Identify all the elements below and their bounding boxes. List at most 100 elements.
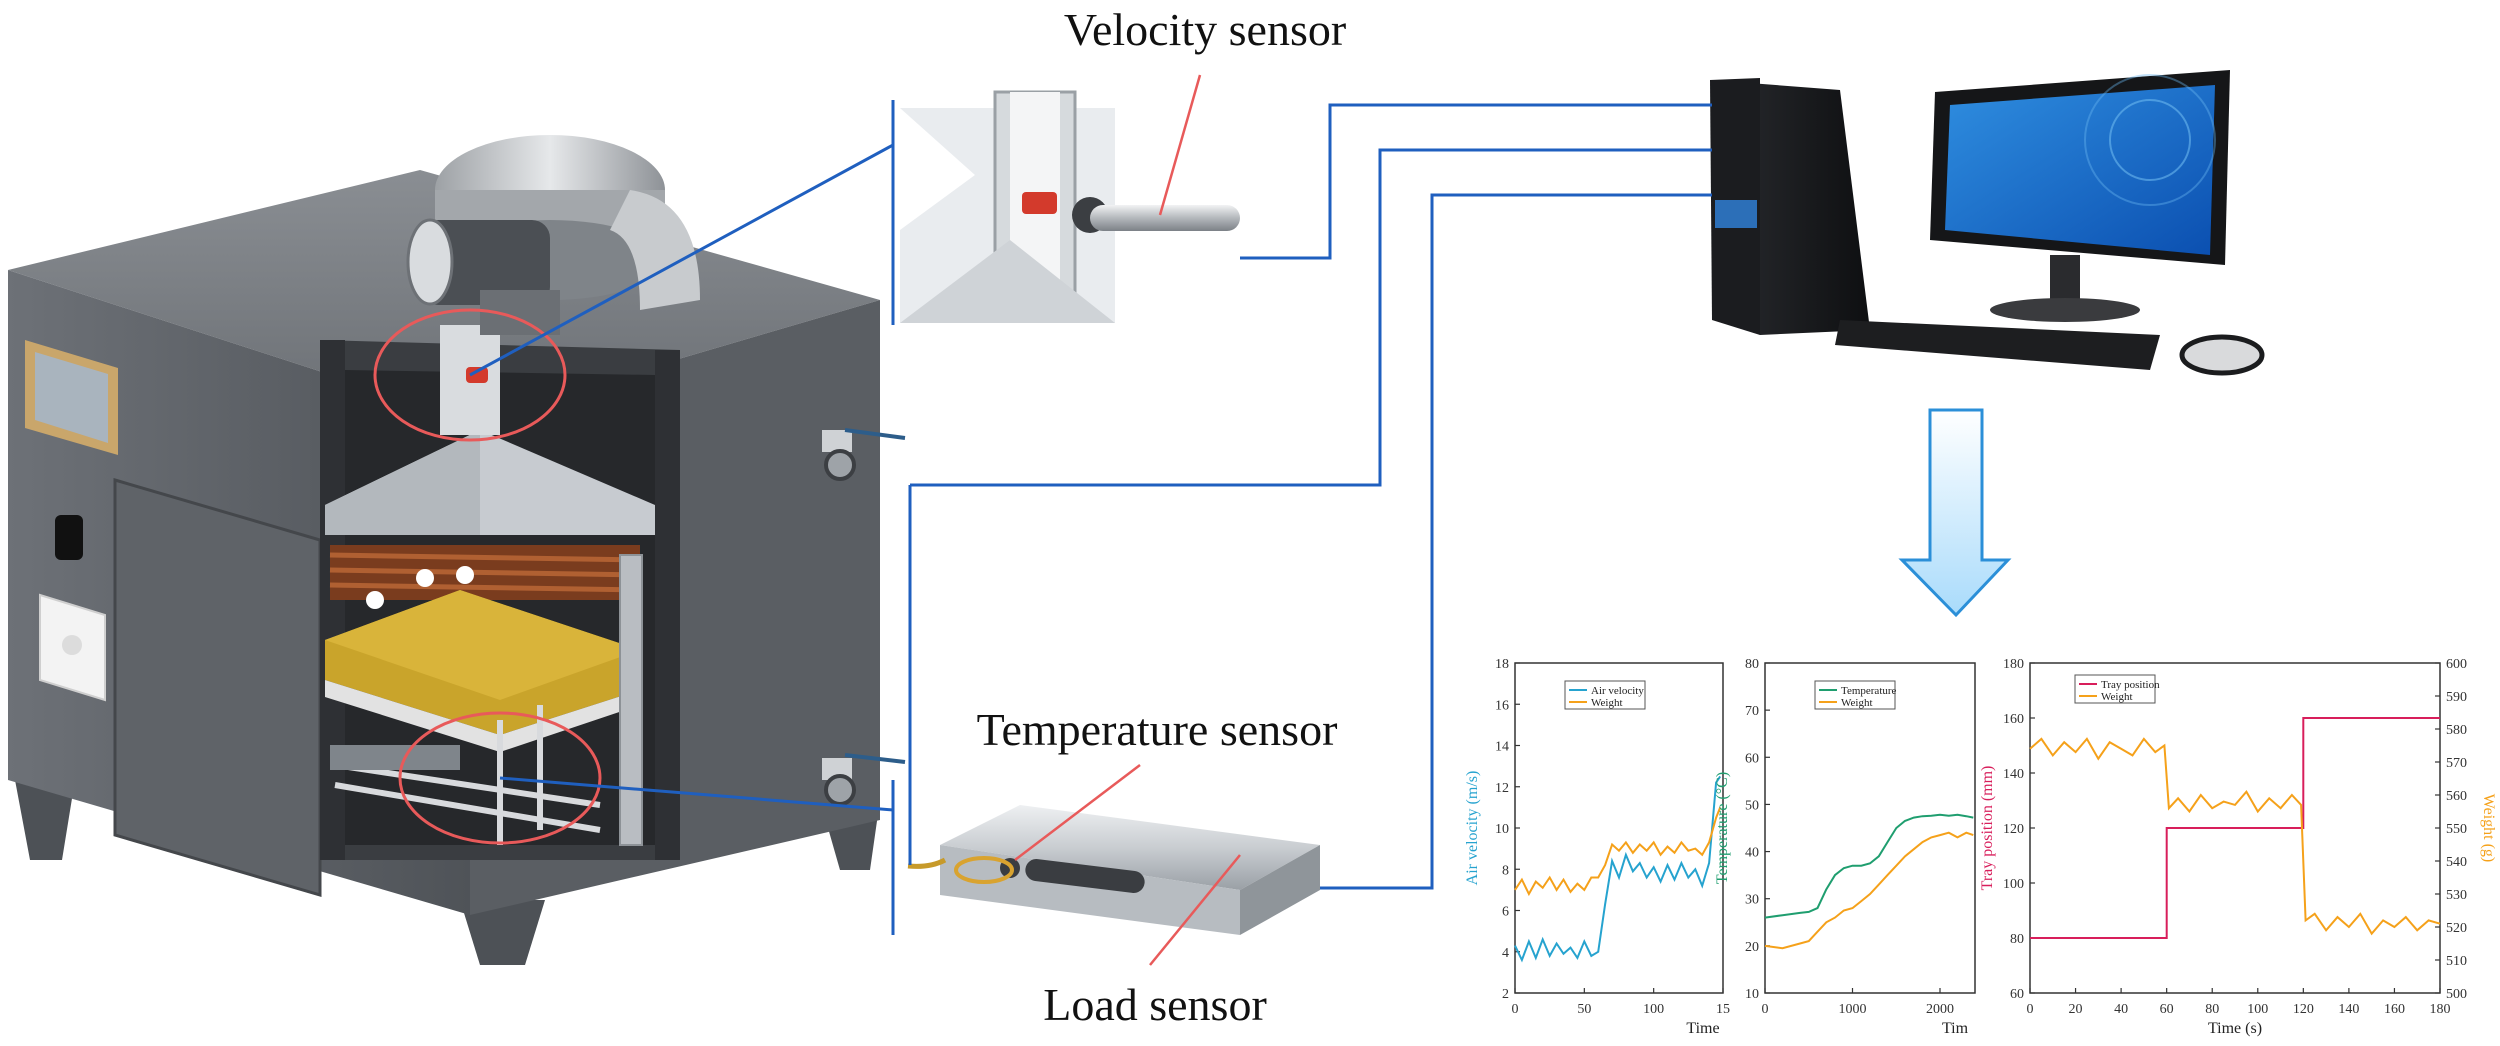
y2-tick-label: 580 (2446, 723, 2467, 738)
fan-motor (420, 220, 550, 305)
velocity-pointer (1158, 74, 1202, 216)
x-tick-label: 80 (2205, 1002, 2219, 1017)
tray-plate (325, 680, 640, 752)
y2-tick-label: 540 (2446, 855, 2467, 870)
legend-label: Weight (1591, 697, 1623, 709)
x-tick-label: 15 (1716, 1002, 1730, 1017)
velocity-callout-circle (373, 308, 567, 442)
y-tick-label: 18 (1495, 657, 1509, 672)
series-line-1 (1764, 813, 1974, 919)
y-tick-label: 120 (2003, 822, 2024, 837)
legend-label: Weight (1841, 697, 1873, 709)
temperature-pointer (1014, 764, 1141, 861)
x-tick-label: 140 (2338, 1002, 2359, 1017)
y2-tick-label: 510 (2446, 954, 2467, 969)
y-tick-label: 4 (1502, 946, 1509, 961)
flow-arrow-down (1898, 408, 2012, 618)
y-tick-label: 50 (1745, 798, 1759, 813)
y-tick-label: 8 (1502, 863, 1509, 878)
power-switch-button (62, 635, 82, 655)
load-sensor-label: Load sensor (1043, 979, 1267, 1030)
y-tick-label: 70 (1745, 704, 1759, 719)
y-tick-label: 20 (1745, 940, 1759, 955)
x-axis-label: Tim (1942, 1020, 1969, 1037)
x-tick-label: 100 (1643, 1002, 1664, 1017)
plot-frame (1514, 662, 1724, 994)
x-tick-label: 40 (2114, 1002, 2128, 1017)
plot-frame (1764, 662, 1976, 994)
legend-box (1564, 680, 1646, 710)
y-tick-label: 12 (1495, 781, 1509, 796)
x-tick-label: 1000 (1839, 1002, 1867, 1017)
y2-tick-label: 500 (2446, 987, 2467, 1002)
mouse (2179, 334, 2265, 376)
probe-rod (1090, 205, 1240, 231)
support-channel (619, 554, 643, 846)
y2-tick-label: 560 (2446, 789, 2467, 804)
y-tick-label: 100 (2003, 877, 2024, 892)
x-tick-label: 60 (2160, 1002, 2174, 1017)
x-tick-label: 180 (2430, 1002, 2451, 1017)
control-knob (55, 515, 83, 560)
series-line-2 (1764, 831, 1974, 950)
x-tick-label: 160 (2384, 1002, 2405, 1017)
y-axis-label: Tray position (mm) (1979, 766, 1996, 891)
load-pointer (1149, 854, 1241, 966)
y2-tick-label: 520 (2446, 921, 2467, 936)
y-tick-label: 180 (2003, 657, 2024, 672)
legend-label: Air velocity (1591, 685, 1644, 697)
y-tick-label: 140 (2003, 767, 2024, 782)
y-axis-label: Air velocity (m/s) (1464, 771, 1481, 886)
y-tick-label: 60 (2010, 987, 2024, 1002)
series-line-2 (1514, 807, 1722, 897)
x-tick-label: 0 (2027, 1002, 2034, 1017)
x-axis-label: Time (1686, 1020, 1719, 1037)
signal-wires (469, 100, 1712, 935)
x-tick-label: 50 (1577, 1002, 1591, 1017)
x-tick-label: 120 (2293, 1002, 2314, 1017)
load-callout-circle (398, 711, 602, 845)
load-cell-end (1240, 845, 1320, 935)
legend-label: Temperature (1841, 685, 1897, 697)
dryer-machine-illustration (8, 135, 906, 965)
legend-label: Weight (2101, 691, 2133, 703)
velocity-probe-in-duct (466, 367, 488, 383)
machine-leg (460, 900, 545, 965)
y2-tick-label: 570 (2446, 756, 2467, 771)
velocity-sensor-label: Velocity sensor (1064, 4, 1346, 55)
y2-tick-label: 550 (2446, 822, 2467, 837)
y-tick-label: 16 (1495, 698, 1509, 713)
wire-velocity (1240, 103, 1712, 260)
load-cell-illustration (907, 805, 1320, 935)
legend-box (2074, 674, 2156, 704)
air-hood-shade (325, 430, 480, 535)
temperature-sensor-label: Temperature sensor (977, 704, 1338, 755)
y-tick-label: 6 (1502, 905, 1509, 920)
monitor-screen (1945, 85, 2215, 255)
y-tick-label: 40 (1745, 846, 1759, 861)
series-line-1 (1514, 775, 1722, 963)
legend-box (1814, 680, 1896, 710)
velocity-sensor-inset (900, 90, 1240, 323)
y-tick-label: 160 (2003, 712, 2024, 727)
y2-tick-label: 590 (2446, 690, 2467, 705)
outlet-valve (822, 753, 906, 806)
y2-tick-label: 530 (2446, 888, 2467, 903)
insulation-wall (655, 350, 680, 860)
legend-label: Tray position (2101, 679, 2160, 691)
viewing-window-glass (35, 352, 108, 443)
fan-motor-grille (406, 218, 454, 306)
connector-line (499, 776, 894, 812)
x-tick-label: 100 (2247, 1002, 2268, 1017)
machine-leg (15, 780, 75, 860)
x-tick-label: 0 (1762, 1002, 1769, 1017)
y-tick-label: 80 (2010, 932, 2024, 947)
y-tick-label: 10 (1745, 987, 1759, 1002)
y2-axis-label: Weight (g) (2480, 794, 2497, 862)
